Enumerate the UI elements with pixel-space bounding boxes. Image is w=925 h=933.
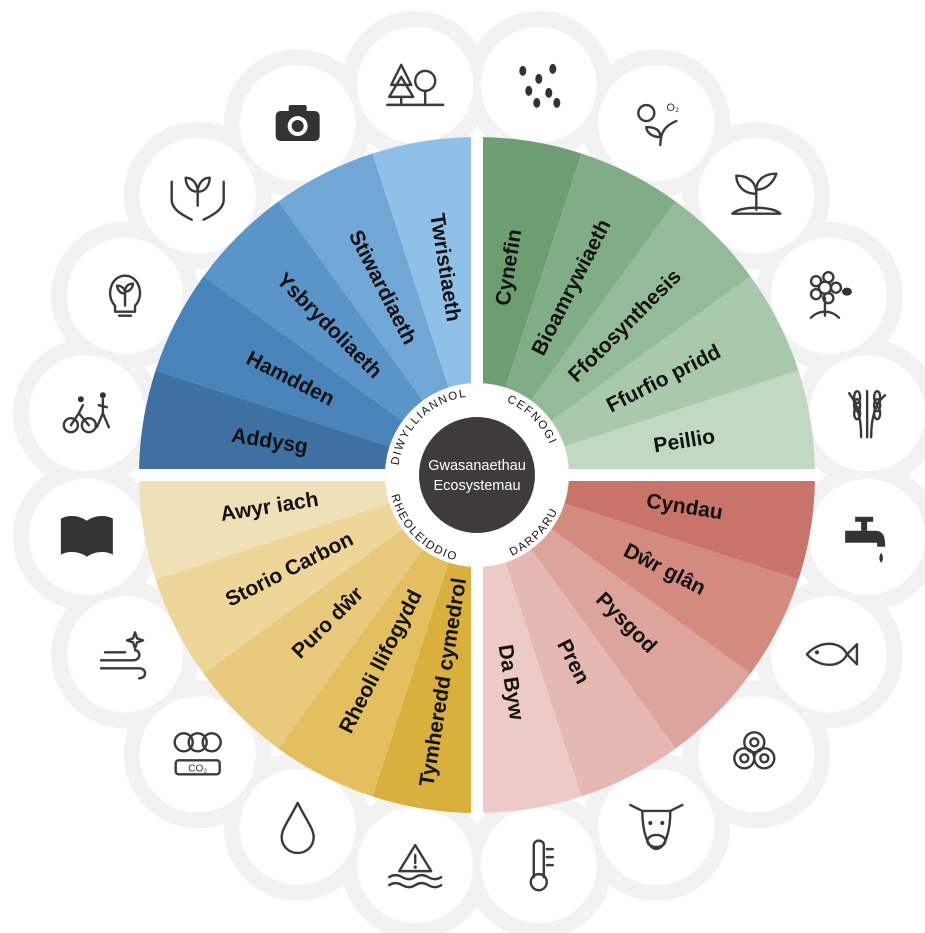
- segment-supporting-5: [554, 370, 815, 475]
- icon-bubble: [598, 768, 715, 885]
- camera-icon: [275, 105, 320, 142]
- center-title-line1: Gwasanaethau: [428, 458, 526, 474]
- icon-bubble: [598, 65, 715, 182]
- cycling-walking-icon: [62, 392, 111, 434]
- svg-text:CO₂: CO₂: [188, 763, 207, 774]
- center-hub: Gwasanaethau Ecosystemau: [419, 417, 535, 533]
- photosynthesis-icon: O₂: [637, 102, 679, 147]
- segment-provisioning-5: [477, 552, 582, 813]
- icon-bubble: [357, 807, 474, 924]
- icon-bubble: [480, 26, 597, 143]
- carbon-trees-icon: CO₂: [173, 732, 222, 776]
- icon-bubble: [480, 807, 597, 924]
- seedling-icon: [731, 172, 782, 215]
- segment-cultural-3: [203, 201, 429, 427]
- forest-icon: [386, 63, 445, 107]
- lightbulb-plant-icon: [108, 274, 142, 317]
- flood-warning-icon: [388, 843, 443, 889]
- open-book-icon: [60, 516, 113, 557]
- hands-plant-icon: [170, 176, 225, 221]
- pollination-icon: [809, 271, 852, 319]
- segment-supporting-2: [502, 153, 676, 409]
- service-icons: O₂ CO₂: [60, 63, 887, 892]
- segment-regulating-4: [278, 541, 452, 797]
- water-drop-icon: [280, 801, 315, 855]
- icon-bubble: [770, 237, 887, 354]
- icon-bubble: [139, 696, 256, 813]
- segment-provisioning-3: [525, 523, 751, 749]
- svg-text:O₂: O₂: [666, 102, 679, 114]
- center-circle: [419, 417, 535, 533]
- timber-logs-icon: [733, 731, 776, 770]
- animal-tracks-icon: [519, 63, 561, 108]
- segment-regulating-3: [203, 523, 429, 749]
- fresh-air-icon: [99, 631, 147, 680]
- segment-cultural-4: [278, 153, 452, 409]
- segment-cultural-2: [155, 276, 411, 450]
- thermometer-icon: [529, 839, 554, 892]
- segment-regulating-5: [372, 552, 477, 813]
- icon-bubble: [770, 596, 887, 713]
- icon-bubble: [28, 355, 145, 472]
- segment-cultural-5: [372, 137, 477, 398]
- water-tap-icon: [845, 516, 886, 563]
- segment-provisioning-4: [502, 541, 676, 797]
- cow-icon: [629, 803, 684, 851]
- segment-supporting-4: [543, 276, 799, 450]
- segment-provisioning-2: [543, 500, 799, 674]
- segment-supporting-1: [477, 137, 582, 398]
- icon-bubble: [67, 596, 184, 713]
- fish-icon: [805, 642, 859, 667]
- wheat-icon: [847, 390, 887, 439]
- icon-bubble: [239, 768, 356, 885]
- segment-wheel: [134, 132, 820, 818]
- center-title-line2: Ecosystemau: [433, 478, 520, 494]
- segment-cultural-1: [139, 370, 400, 475]
- segment-regulating-1: [139, 475, 400, 580]
- segment-supporting-3: [525, 201, 751, 427]
- segment-provisioning-1: [554, 475, 816, 580]
- segment-regulating-2: [155, 500, 411, 674]
